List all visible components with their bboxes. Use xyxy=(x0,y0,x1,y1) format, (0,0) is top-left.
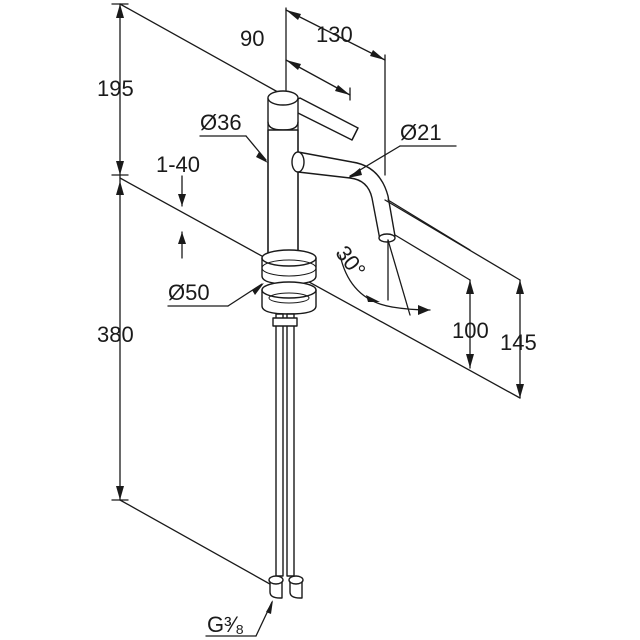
spout-height-dimension xyxy=(384,199,524,399)
connection-thread-leader xyxy=(205,600,273,637)
spout-angle-label: 30° xyxy=(331,241,371,283)
outlet-height-dimension xyxy=(394,234,474,369)
faucet-base xyxy=(261,249,317,315)
faucet-spout xyxy=(291,151,396,243)
deck-thickness-dimension xyxy=(178,175,186,259)
base-diameter-label: Ø50 xyxy=(168,280,210,305)
spout-height-label: 145 xyxy=(500,330,537,355)
height-top-label: 195 xyxy=(97,76,134,101)
height-bottom-label: 380 xyxy=(97,322,134,347)
spout-diameter-label: Ø21 xyxy=(400,120,442,145)
deck-surface-line xyxy=(119,177,521,399)
spout-diameter-leader xyxy=(348,145,457,178)
extension-line-bottom xyxy=(119,499,278,589)
reach-dimension-lines xyxy=(285,7,386,176)
body-diameter-label: Ø36 xyxy=(200,110,242,135)
deck-thickness-label: 1-40 xyxy=(156,152,200,177)
faucet-body xyxy=(267,121,299,259)
spout-reach-label: 130 xyxy=(316,22,353,47)
body-diameter-leader xyxy=(199,135,268,163)
extension-line-top xyxy=(119,3,286,97)
faucet-cap xyxy=(267,90,299,131)
outlet-height-label: 100 xyxy=(452,318,489,343)
supply-hoses xyxy=(268,313,304,599)
connection-thread-label: G³⁄₈ xyxy=(207,612,244,637)
lever-offset-label: 90 xyxy=(240,26,264,51)
height-dimension-line xyxy=(111,3,129,501)
base-diameter-leader xyxy=(167,283,264,307)
